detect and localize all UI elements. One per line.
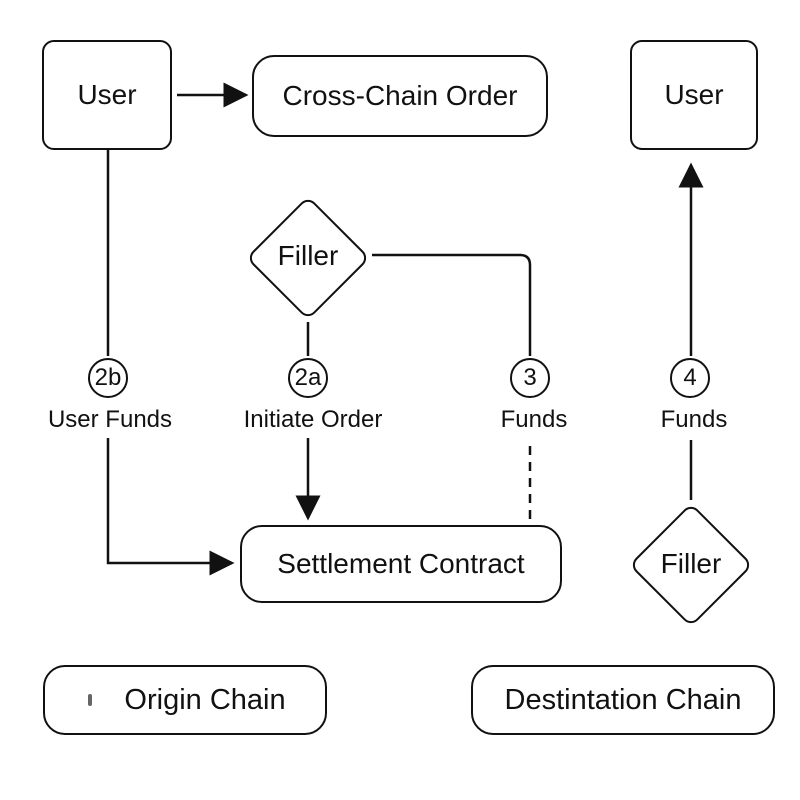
settlement-contract-label: Settlement Contract <box>277 548 525 579</box>
origin-filler-label: Filler <box>277 240 339 271</box>
arrow-user-funds-to-settlement <box>106 150 232 563</box>
cross-chain-order-node: Cross-Chain Order <box>252 55 548 137</box>
origin-chain-marker-icon <box>88 694 92 706</box>
step-2a-badge: 2a <box>288 358 328 398</box>
destination-chain-label: Destintation Chain <box>504 683 742 716</box>
destination-filler-label: Filler <box>660 548 722 579</box>
step-3-label: Funds <box>490 406 578 434</box>
step-4-badge: 4 <box>670 358 710 398</box>
step-2b-label: User Funds <box>36 406 184 434</box>
origin-user-label: User <box>77 79 137 110</box>
step-2b-badge: 2b <box>88 358 128 398</box>
origin-chain-legend: Origin Chain <box>43 665 327 735</box>
origin-chain-label: Origin Chain <box>124 683 286 716</box>
origin-user-node: User <box>42 40 172 150</box>
step-2a-label: Initiate Order <box>228 406 398 434</box>
destination-chain-legend: Destintation Chain <box>471 665 775 735</box>
destination-user-node: User <box>630 40 758 150</box>
line-filler-to-funds <box>372 253 532 356</box>
step-4-label: Funds <box>650 406 738 434</box>
step-3-badge: 3 <box>510 358 550 398</box>
destination-user-label: User <box>664 79 724 110</box>
cross-chain-order-label: Cross-Chain Order <box>282 80 518 111</box>
settlement-contract-node: Settlement Contract <box>240 525 562 603</box>
